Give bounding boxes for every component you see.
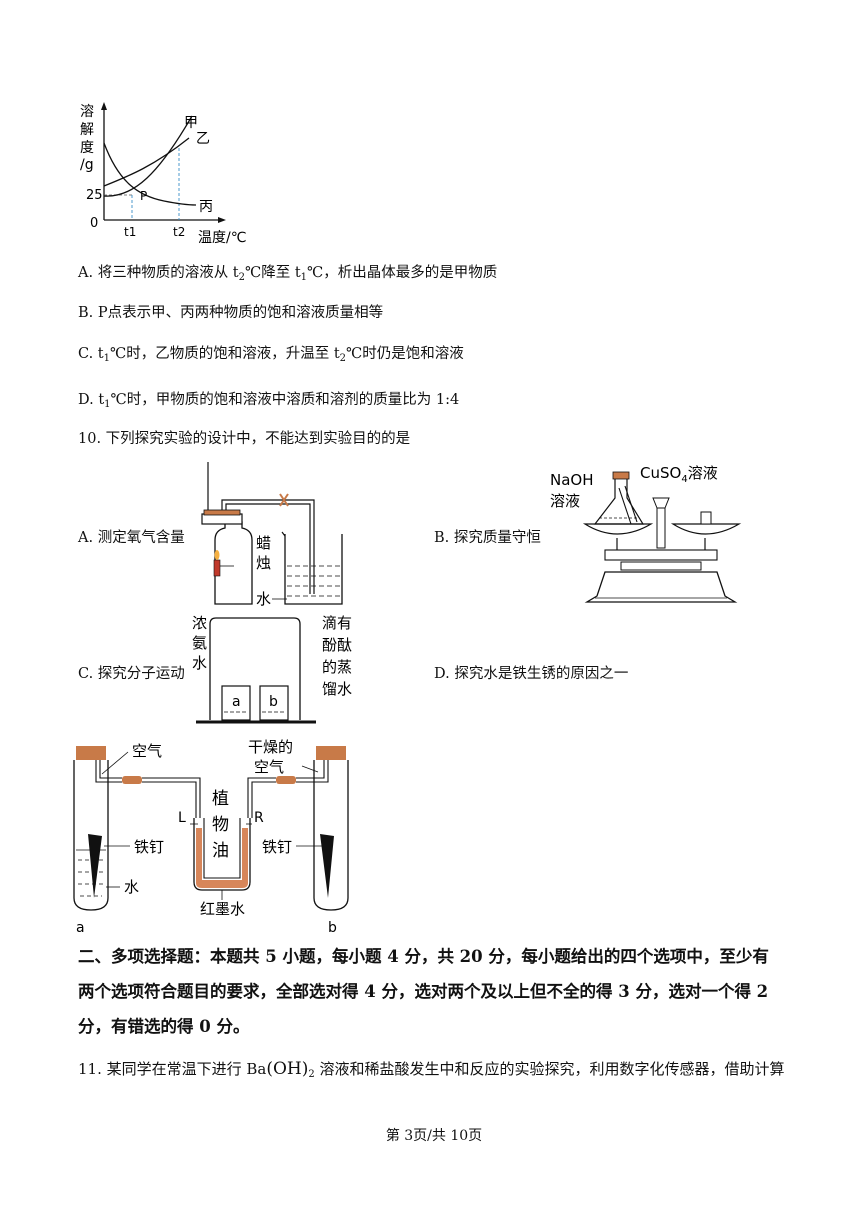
svg-text:的蒸: 的蒸 — [322, 658, 352, 676]
q10-option-a: A. 测定氧气含量 — [78, 530, 185, 546]
balance-beam — [604, 549, 718, 561]
svg-text:水: 水 — [256, 590, 271, 608]
y-label-3: 度 — [80, 140, 94, 156]
svg-text:氨: 氨 — [192, 634, 207, 652]
test-tube-a — [73, 760, 109, 911]
stopper-left — [76, 746, 106, 760]
q9-option-b: B. P点表示甲、丙两种物质的饱和溶液质量相等 — [78, 305, 384, 321]
point-p-label: P — [140, 189, 147, 203]
solubility-graph: 溶 解 度 /g 25 0 甲 乙 丙 P t1 t2 温度/℃ — [80, 102, 246, 246]
label-jia: 甲 — [184, 115, 198, 131]
page-number: 第 3页/共 10页 — [385, 1128, 483, 1144]
svg-text:L: L — [178, 810, 186, 826]
iron-nail-left — [88, 834, 102, 898]
q10-option-d: D. 探究水是铁生锈的原因之一 — [434, 666, 629, 682]
curve-bing — [103, 142, 197, 206]
balance-base — [584, 571, 738, 603]
q10-option-c: C. 探究分子运动 — [78, 666, 185, 682]
figure-d-iron-rust: 空气 铁钉 水 a L R 植 物 油 红墨水 干燥的 空气 铁钉 b — [73, 738, 349, 936]
svg-text:溶液: 溶液 — [550, 492, 580, 510]
x-tick-t1: t1 — [124, 225, 136, 239]
x-axis-arrow — [218, 217, 226, 223]
svg-text:a: a — [76, 920, 85, 936]
iron-nail-right — [320, 834, 334, 898]
svg-text:CuSO4溶液: CuSO4溶液 — [640, 464, 718, 485]
beaker-b — [259, 685, 289, 721]
curve-yi — [103, 137, 190, 187]
svg-text:馏水: 馏水 — [322, 680, 352, 698]
y-label-1: 溶 — [80, 104, 94, 120]
svg-text:铁钉: 铁钉 — [134, 838, 164, 856]
svg-text:油: 油 — [212, 841, 229, 861]
svg-text:植: 植 — [212, 789, 229, 809]
x-tick-t2: t2 — [173, 225, 185, 239]
svg-text:酚酞: 酚酞 — [322, 636, 352, 654]
label-yi: 乙 — [196, 131, 210, 147]
svg-text:R: R — [254, 810, 264, 826]
y-axis-arrow — [101, 102, 107, 110]
section-2-line-3: 分，有错选的得 0 分。 — [78, 1017, 250, 1036]
q11-stem: 11. 某同学在常温下进行 Ba(OH)2 溶液和稀盐酸发生中和反应的实验探究，… — [78, 1059, 785, 1080]
figure-a-oxygen-apparatus: 蜡 烛 水 — [201, 462, 343, 608]
beaker — [284, 534, 343, 605]
curve-jia — [103, 115, 193, 197]
stopper-right — [316, 746, 346, 760]
q9-option-c: C. t1℃时，乙物质的饱和溶液，升温至 t2℃时仍是饱和溶液 — [78, 346, 464, 364]
svg-text:空气: 空气 — [132, 742, 162, 760]
gas-bottle — [214, 521, 253, 605]
q9-option-a: A. 将三种物质的溶液从 t2℃降至 t1℃，析出晶体最多的是甲物质 — [78, 265, 498, 283]
q10-option-b: B. 探究质量守恒 — [434, 530, 541, 546]
y-label-4: /g — [80, 157, 94, 173]
svg-text:NaOH: NaOH — [550, 471, 594, 489]
bottle-stopper — [201, 513, 243, 525]
svg-text:a: a — [232, 694, 241, 710]
figure-c-molecular-motion: 浓 氨 水 a b 滴有 酚酞 的蒸 馏水 — [192, 614, 352, 724]
svg-text:红墨水: 红墨水 — [200, 900, 245, 918]
svg-text:滴有: 滴有 — [322, 614, 352, 632]
x-axis-label: 温度/℃ — [198, 230, 246, 246]
svg-text:浓: 浓 — [192, 614, 207, 632]
q9-option-d: D. t1℃时，甲物质的饱和溶液中溶质和溶剂的质量比为 1:4 — [78, 392, 460, 410]
red-ink — [196, 828, 248, 888]
q10-stem: 10. 下列探究实验的设计中，不能达到实验目的的是 — [78, 431, 411, 447]
svg-text:烛: 烛 — [256, 554, 271, 572]
y-tick-25: 25 — [86, 188, 103, 203]
origin-label: 0 — [90, 216, 98, 231]
svg-text:水: 水 — [192, 654, 207, 672]
candle — [213, 559, 221, 577]
section-2-line-2: 两个选项符合题目的要求，全部选对得 4 分，选对两个及以上但不全的得 3 分，选… — [78, 982, 769, 1001]
figure-b-balance: NaOH 溶液 CuSO4溶液 — [550, 464, 742, 603]
y-label-2: 解 — [80, 122, 94, 138]
svg-text:干燥的: 干燥的 — [248, 738, 293, 756]
svg-text:b: b — [328, 920, 337, 936]
bell-jar — [209, 617, 301, 720]
svg-text:空气: 空气 — [254, 758, 284, 776]
svg-text:水: 水 — [124, 878, 139, 896]
svg-text:蜡: 蜡 — [256, 534, 271, 552]
svg-text:b: b — [269, 694, 278, 710]
section-2-line-1: 二、多项选择题：本题共 5 小题，每小题 4 分，共 20 分，每小题给出的四个… — [78, 947, 769, 966]
beaker-a — [221, 685, 251, 721]
label-bing: 丙 — [199, 199, 213, 215]
svg-text:物: 物 — [212, 815, 229, 835]
svg-text:铁钉: 铁钉 — [262, 838, 292, 856]
test-tube-b — [313, 760, 349, 911]
